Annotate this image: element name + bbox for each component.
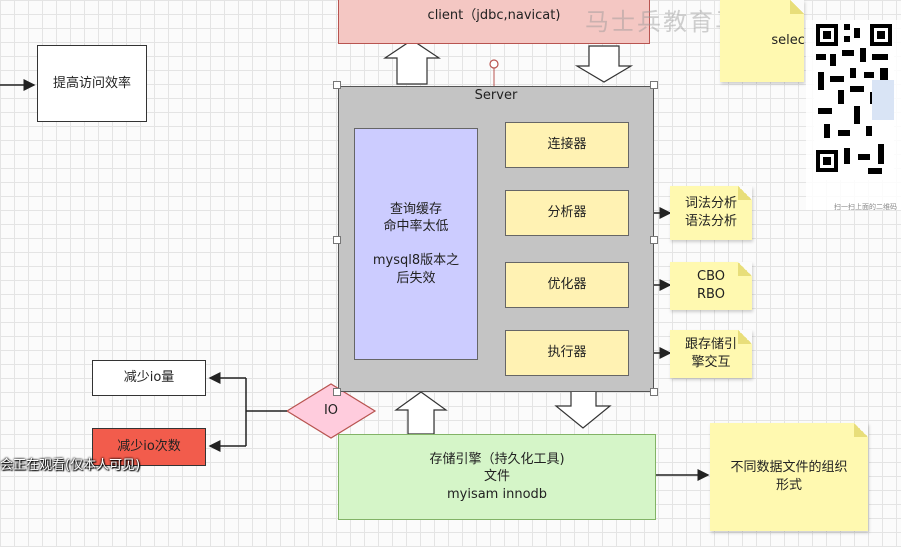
analyzer-label: 分析器 (547, 205, 587, 221)
optimizer-component[interactable]: 优化器 (505, 262, 629, 308)
query-cache-line2: 命中率太低 (383, 219, 449, 235)
storage-note-line1: 不同数据文件的组织 (730, 460, 848, 476)
executor-label: 执行器 (547, 345, 587, 361)
optimizer-note-line1: CBO (697, 269, 725, 285)
reduce-io-count-label: 减少io次数 (117, 439, 181, 455)
executor-note[interactable]: 跟存储引 擎交互 (670, 330, 752, 378)
optimizer-label: 优化器 (547, 277, 587, 293)
improve-efficiency-box[interactable]: 提高访问效率 (37, 45, 147, 122)
block-arrow-up-server (394, 391, 448, 435)
connection-point (489, 59, 499, 69)
executor-component[interactable]: 执行器 (505, 330, 629, 376)
io-label-wrap[interactable]: IO (306, 398, 356, 424)
optimizer-note-line2: RBO (697, 287, 725, 302)
analyzer-note-line2: 语法分析 (684, 214, 737, 229)
analyzer-note-line1: 词法分析 (684, 196, 737, 212)
query-cache-line4: 后失效 (396, 270, 436, 286)
analyzer-note[interactable]: 词法分析 语法分析 (670, 186, 752, 240)
executor-note-line1: 跟存储引 (684, 337, 737, 353)
query-cache-box[interactable]: 查询缓存 命中率太低 mysql8版本之 后失效 (354, 128, 478, 360)
qr-code-panel: 扫一扫上面的二维码 (806, 20, 901, 211)
analyzer-component[interactable]: 分析器 (505, 190, 629, 236)
block-arrow-up-client (383, 39, 441, 85)
query-cache-line3: mysql8版本之 (372, 253, 460, 268)
storage-note-line2: 形式 (775, 478, 802, 493)
reduce-io-count-box[interactable]: 减少io次数 (92, 428, 206, 466)
server-title: Server (474, 88, 518, 103)
block-arrow-down-server (574, 45, 634, 83)
connector-label: 连接器 (547, 137, 587, 153)
connector-component[interactable]: 连接器 (505, 122, 629, 168)
overlay-viewer-text: 会正在观看(仅本人可见) (0, 458, 141, 473)
io-diamond (285, 383, 377, 439)
qr-code-image (814, 20, 894, 180)
storage-line2: 文件 (483, 469, 510, 485)
io-label: IO (323, 403, 339, 419)
storage-note[interactable]: 不同数据文件的组织 形式 (710, 423, 868, 531)
storage-line3: myisam innodb (446, 486, 548, 502)
reduce-io-amount-label: 减少io量 (123, 370, 175, 386)
top-partial-note-label: select (771, 33, 804, 48)
client-label: client（jdbc,navicat) (427, 8, 561, 23)
storage-line1: 存储引擎（持久化工具) (429, 451, 565, 467)
improve-efficiency-label: 提高访问效率 (52, 75, 131, 91)
reduce-io-amount-box[interactable]: 减少io量 (92, 360, 206, 396)
qr-caption: 扫一扫上面的二维码 (834, 203, 897, 211)
query-cache-line1: 查询缓存 (389, 201, 442, 217)
top-partial-note[interactable]: select (720, 0, 804, 82)
client-box[interactable]: client（jdbc,navicat) (338, 0, 650, 44)
storage-engine-box[interactable]: 存储引擎（持久化工具) 文件 myisam innodb (338, 434, 656, 520)
executor-note-line2: 擎交互 (691, 355, 731, 370)
optimizer-note[interactable]: CBO RBO (670, 262, 752, 310)
